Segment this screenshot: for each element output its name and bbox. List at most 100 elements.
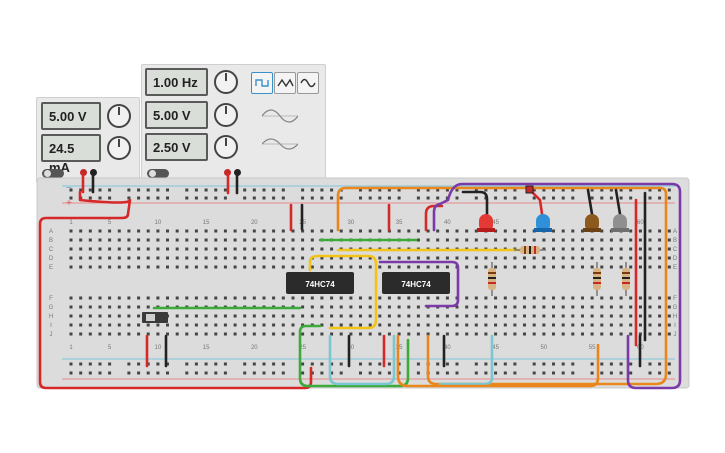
breadboard-hole[interactable] (552, 247, 555, 251)
breadboard-hole[interactable] (397, 314, 401, 318)
breadboard-hole[interactable] (484, 188, 488, 192)
breadboard-hole[interactable] (214, 247, 218, 251)
breadboard-hole[interactable] (590, 196, 594, 200)
breadboard-hole[interactable] (127, 362, 131, 366)
breadboard-hole[interactable] (204, 371, 208, 375)
breadboard-hole[interactable] (233, 265, 237, 269)
breadboard-hole[interactable] (667, 265, 671, 269)
breadboard-hole[interactable] (532, 362, 536, 366)
breadboard-hole[interactable] (204, 229, 208, 233)
breadboard-hole[interactable] (378, 362, 382, 366)
breadboard-hole[interactable] (262, 188, 266, 192)
breadboard-hole[interactable] (272, 265, 276, 269)
breadboard-hole[interactable] (166, 265, 169, 269)
breadboard-hole[interactable] (166, 196, 169, 200)
breadboard-hole[interactable] (648, 256, 652, 260)
breadboard-hole[interactable] (590, 332, 594, 336)
breadboard-hole[interactable] (127, 188, 131, 192)
breadboard-hole[interactable] (204, 265, 208, 269)
breadboard-hole[interactable] (330, 296, 334, 300)
breadboard-hole[interactable] (223, 229, 227, 233)
breadboard-hole[interactable] (416, 196, 420, 200)
breadboard-hole[interactable] (416, 188, 420, 192)
breadboard-hole[interactable] (194, 332, 198, 336)
breadboard-hole[interactable] (513, 323, 517, 327)
function-generator-toggle[interactable] (147, 169, 169, 178)
breadboard-hole[interactable] (513, 314, 517, 318)
breadboard-hole[interactable] (445, 314, 449, 318)
breadboard-hole[interactable] (571, 256, 575, 260)
breadboard-hole[interactable] (127, 229, 131, 233)
breadboard-hole[interactable] (272, 314, 276, 318)
breadboard-hole[interactable] (359, 256, 362, 260)
breadboard-hole[interactable] (387, 265, 391, 269)
breadboard-hole[interactable] (387, 371, 391, 375)
function-generator-ground-terminal[interactable] (234, 169, 241, 176)
breadboard-hole[interactable] (272, 296, 276, 300)
breadboard-hole[interactable] (262, 229, 266, 233)
breadboard-hole[interactable] (88, 256, 92, 260)
breadboard-hole[interactable] (397, 229, 401, 233)
breadboard-hole[interactable] (561, 265, 565, 269)
breadboard-hole[interactable] (108, 247, 112, 251)
breadboard-hole[interactable] (648, 238, 652, 242)
breadboard-hole[interactable] (117, 305, 121, 309)
breadboard-hole[interactable] (494, 332, 498, 336)
breadboard-hole[interactable] (320, 296, 324, 300)
breadboard-hole[interactable] (436, 265, 440, 269)
breadboard-hole[interactable] (590, 323, 594, 327)
breadboard-hole[interactable] (455, 305, 459, 309)
breadboard-hole[interactable] (658, 296, 662, 300)
breadboard-hole[interactable] (523, 296, 526, 300)
wire-black-gray[interactable] (614, 188, 622, 216)
breadboard-hole[interactable] (252, 314, 256, 318)
breadboard-hole[interactable] (204, 314, 208, 318)
breadboard-hole[interactable] (79, 238, 83, 242)
breadboard-hole[interactable] (465, 229, 469, 233)
breadboard-hole[interactable] (523, 332, 526, 336)
breadboard-hole[interactable] (146, 265, 150, 269)
breadboard-hole[interactable] (619, 296, 623, 300)
breadboard-hole[interactable] (600, 323, 604, 327)
breadboard-hole[interactable] (223, 256, 227, 260)
breadboard-hole[interactable] (552, 196, 555, 200)
breadboard-hole[interactable] (156, 188, 160, 192)
breadboard-hole[interactable] (513, 265, 517, 269)
breadboard-hole[interactable] (445, 371, 449, 375)
breadboard-hole[interactable] (156, 371, 160, 375)
breadboard-hole[interactable] (185, 314, 189, 318)
breadboard-hole[interactable] (88, 314, 92, 318)
breadboard-hole[interactable] (648, 265, 652, 269)
breadboard-hole[interactable] (455, 371, 459, 375)
breadboard-hole[interactable] (542, 265, 546, 269)
breadboard-hole[interactable] (494, 314, 498, 318)
breadboard-hole[interactable] (503, 265, 507, 269)
breadboard-hole[interactable] (69, 362, 73, 366)
breadboard-hole[interactable] (552, 332, 555, 336)
breadboard-hole[interactable] (426, 265, 430, 269)
breadboard-hole[interactable] (146, 247, 150, 251)
breadboard-hole[interactable] (648, 188, 652, 192)
breadboard-hole[interactable] (658, 265, 662, 269)
breadboard-hole[interactable] (368, 196, 372, 200)
breadboard-hole[interactable] (387, 296, 391, 300)
breadboard-hole[interactable] (378, 256, 382, 260)
breadboard-hole[interactable] (532, 188, 536, 192)
breadboard-hole[interactable] (320, 314, 324, 318)
breadboard-hole[interactable] (581, 332, 584, 336)
breadboard-hole[interactable] (175, 256, 179, 260)
breadboard-hole[interactable] (166, 296, 169, 300)
breadboard-hole[interactable] (243, 314, 247, 318)
breadboard-hole[interactable] (88, 362, 92, 366)
breadboard-hole[interactable] (98, 229, 102, 233)
breadboard-hole[interactable] (503, 305, 507, 309)
breadboard-hole[interactable] (619, 314, 623, 318)
breadboard-hole[interactable] (69, 238, 73, 242)
breadboard-hole[interactable] (291, 332, 295, 336)
breadboard-hole[interactable] (667, 256, 671, 260)
breadboard-hole[interactable] (349, 296, 353, 300)
breadboard-hole[interactable] (658, 305, 662, 309)
breadboard-hole[interactable] (301, 229, 305, 233)
breadboard-hole[interactable] (117, 229, 121, 233)
breadboard-hole[interactable] (272, 362, 276, 366)
